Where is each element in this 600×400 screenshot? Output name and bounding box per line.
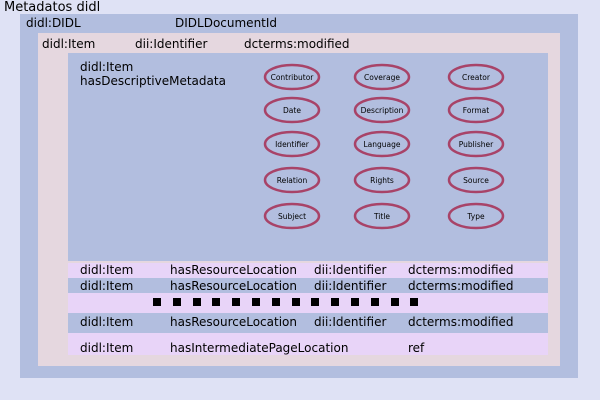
intermediate-row-ref: ref: [408, 341, 425, 355]
metadata-field-ellipse: [447, 202, 505, 230]
resource-row-location: hasResourceLocation: [170, 315, 297, 329]
metadata-field-ellipse: [353, 166, 411, 194]
metadata-field-format: Format: [447, 96, 505, 124]
metadata-field-label: Publisher: [459, 140, 494, 149]
ellipsis-row: [68, 293, 548, 313]
metadata-field-date: Date: [263, 96, 321, 124]
ellipsis-dot: [172, 298, 181, 306]
metadata-field-label: Date: [283, 106, 301, 115]
item-identifier: dii:Identifier: [135, 37, 208, 51]
metadata-field-label: Creator: [462, 73, 491, 82]
ellipsis-dot: [192, 298, 201, 306]
metadata-field-ellipse: [447, 166, 505, 194]
resource-row-identifier: dii:Identifier: [314, 279, 387, 293]
resource-row-modified: dcterms:modified: [408, 279, 514, 293]
metadata-field-language: Language: [353, 130, 411, 158]
metadata-field-ellipse: [263, 202, 321, 230]
metadata-field-subject: Subject: [263, 202, 321, 230]
ellipsis-dot: [212, 298, 221, 306]
ellipsis-dot: [291, 298, 300, 306]
metadata-field-ellipse: [263, 130, 321, 158]
metadata-field-ellipse: [263, 166, 321, 194]
metadata-field-label: Format: [463, 106, 489, 115]
metadata-field-label: Title: [373, 212, 390, 221]
metadata-field-label: Identifier: [275, 140, 310, 149]
metadata-field-label: Language: [363, 140, 400, 149]
metadata-field-label: Relation: [277, 176, 308, 185]
metadata-field-type: Type: [447, 202, 505, 230]
metadata-field-ellipse: [353, 130, 411, 158]
resource-row: [68, 278, 548, 293]
metadata-field-description: Description: [353, 96, 411, 124]
metadata-field-creator: Creator: [447, 63, 505, 91]
metadata-field-publisher: Publisher: [447, 130, 505, 158]
resource-row-modified: dcterms:modified: [408, 315, 514, 329]
metadata-field-label: Source: [463, 176, 489, 185]
resource-row-item: didl:Item: [80, 263, 134, 277]
resource-row-item: didl:Item: [80, 315, 134, 329]
resource-row-identifier: dii:Identifier: [314, 315, 387, 329]
item-modified: dcterms:modified: [244, 37, 350, 51]
intermediate-row-location: hasIntermediatePageLocation: [170, 341, 349, 355]
metadata-field-ellipse: [263, 63, 321, 91]
intermediate-row: [68, 333, 548, 355]
ellipsis-dot: [271, 298, 280, 306]
didl-document-id: DIDLDocumentId: [175, 16, 278, 30]
metadata-field-label: Type: [466, 212, 485, 221]
metadata-field-coverage: Coverage: [353, 63, 411, 91]
metadata-field-label: Rights: [370, 176, 394, 185]
page-title: Metadatos didl: [4, 0, 101, 15]
metadata-field-ellipse: [353, 96, 411, 124]
resource-row-item: didl:Item: [80, 279, 134, 293]
metadata-field-source: Source: [447, 166, 505, 194]
ellipsis-dot: [311, 298, 320, 306]
metadata-field-contributor: Contributor: [263, 63, 321, 91]
metadata-field-ellipse: [263, 96, 321, 124]
metadata-field-ellipse: [353, 202, 411, 230]
resource-row-identifier: dii:Identifier: [314, 263, 387, 277]
ellipsis-dot: [331, 298, 340, 306]
metadata-field-ellipse: [353, 63, 411, 91]
ellipsis-dot: [370, 298, 379, 306]
ellipsis-dot: [351, 298, 359, 306]
metadata-field-identifier: Identifier: [263, 130, 321, 158]
resource-row-location: hasResourceLocation: [170, 263, 297, 277]
resource-row: [68, 263, 548, 278]
metadata-field-label: Contributor: [271, 73, 315, 82]
resource-row: [68, 313, 548, 333]
metadata-field-label: Coverage: [364, 73, 400, 82]
metadata-field-relation: Relation: [263, 166, 321, 194]
resource-row-location: hasResourceLocation: [170, 279, 297, 293]
descriptive-metadata-label: hasDescriptiveMetadata: [80, 74, 226, 88]
descriptive-item-label: didl:Item: [80, 60, 134, 74]
metadata-field-ellipse: [447, 96, 505, 124]
metadata-field-ellipse: [447, 63, 505, 91]
ellipsis-dot: [410, 298, 419, 306]
intermediate-row-item: didl:Item: [80, 341, 134, 355]
ellipsis-dot: [390, 298, 399, 306]
metadata-field-ellipse: [447, 130, 505, 158]
ellipsis-dot: [252, 298, 260, 306]
item-label: didl:Item: [42, 37, 96, 51]
resource-row-modified: dcterms:modified: [408, 263, 514, 277]
metadata-field-label: Description: [361, 106, 404, 115]
metadata-field-title: Title: [353, 202, 411, 230]
metadata-field-rights: Rights: [353, 166, 411, 194]
ellipsis-dot: [153, 298, 161, 306]
didl-label: didl:DIDL: [26, 16, 81, 30]
metadata-field-label: Subject: [278, 212, 306, 221]
ellipsis-dot: [232, 298, 241, 306]
